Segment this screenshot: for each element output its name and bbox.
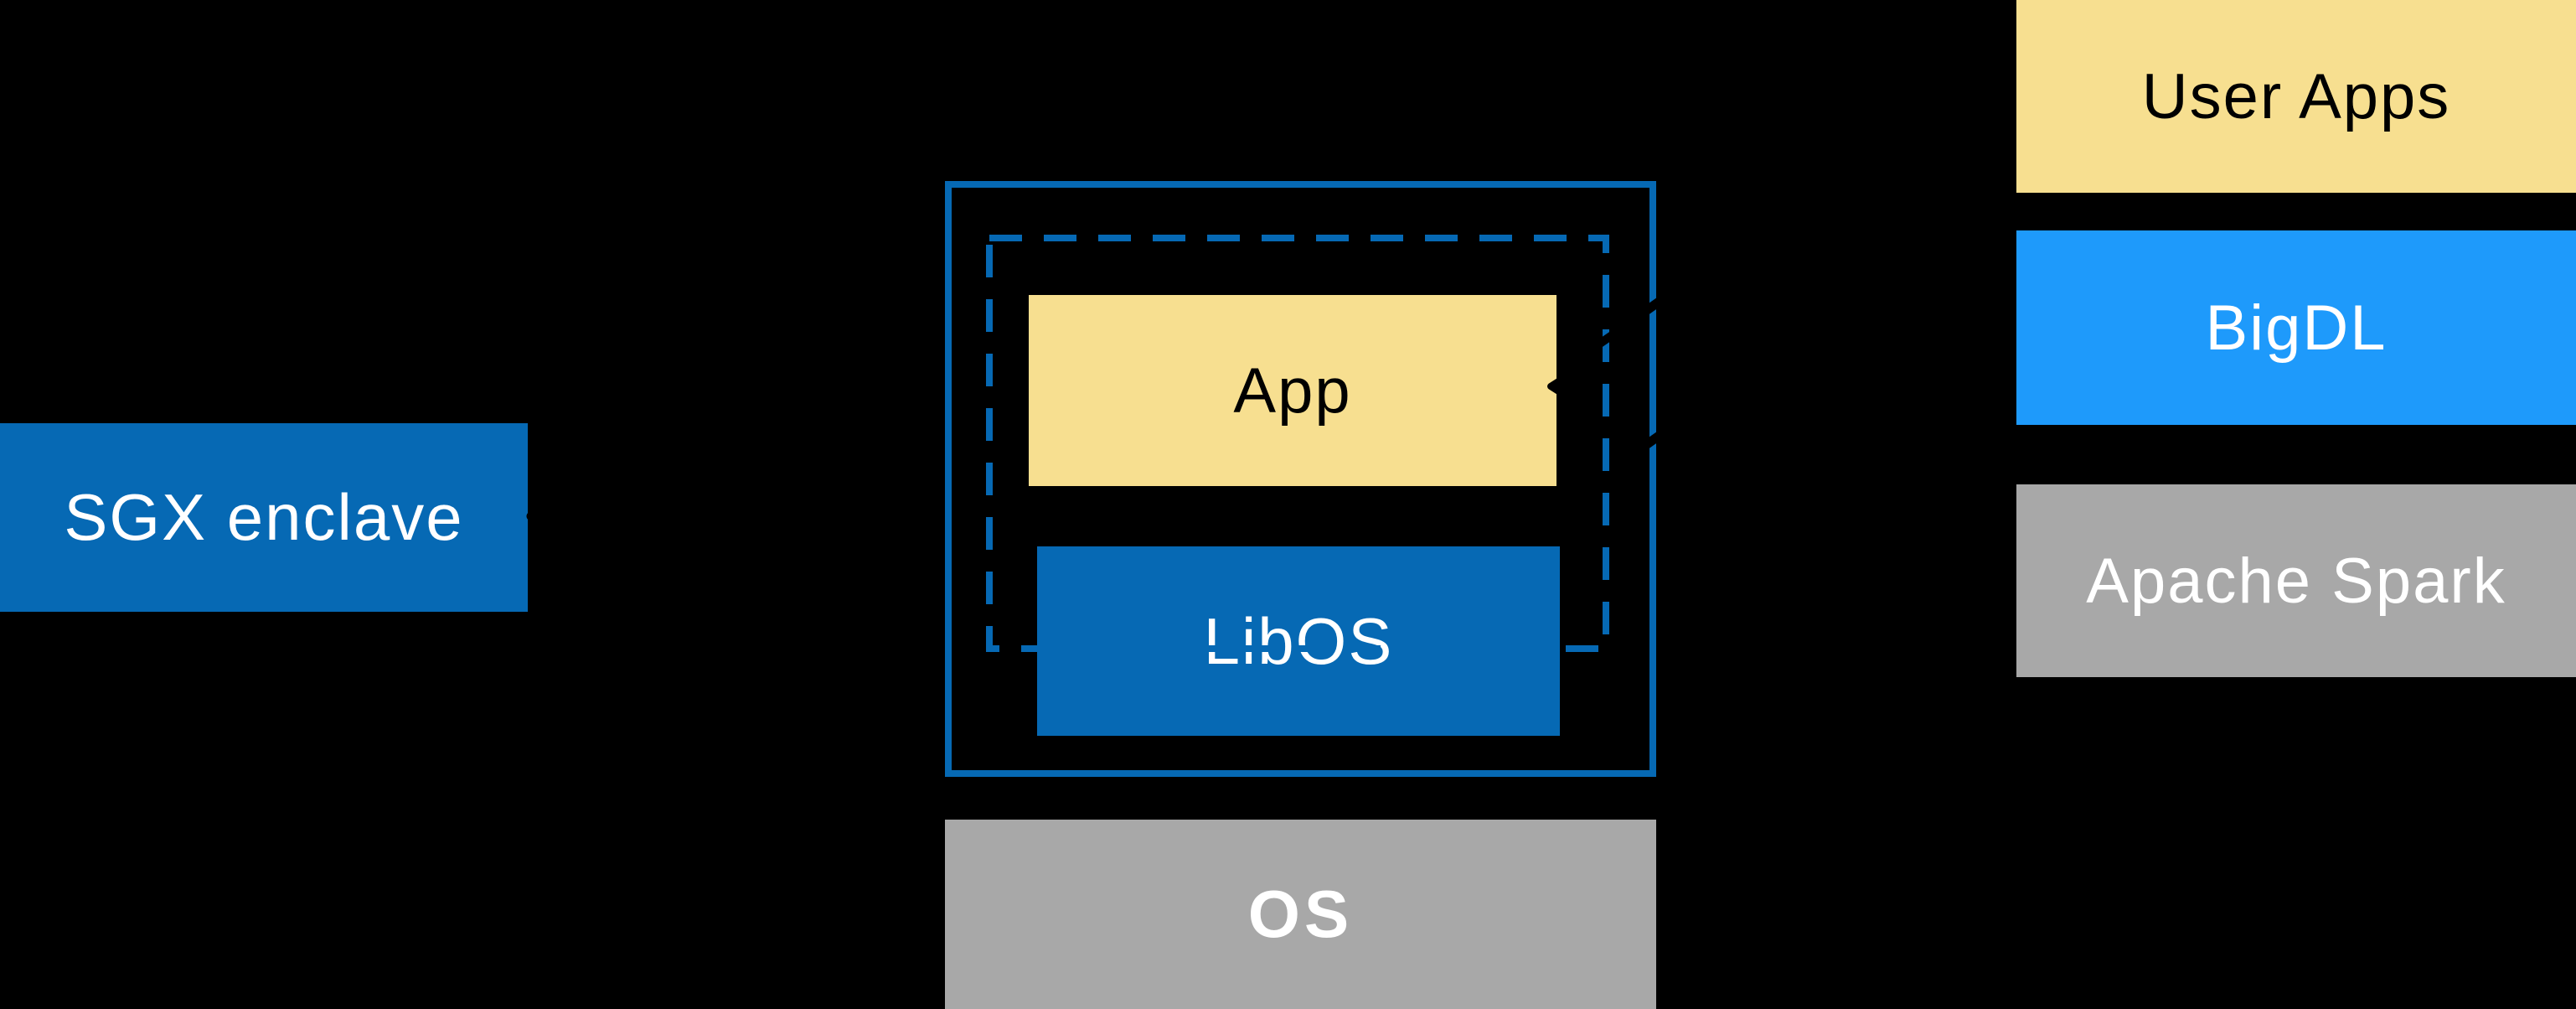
libos-label: LibOS [1203, 603, 1394, 678]
apache-spark-label: Apache Spark [2086, 545, 2506, 617]
sgx-enclave-box: SGX enclave [0, 423, 528, 612]
bigdl-arrow-fragment-solid-border-upper [1632, 288, 1675, 323]
user-apps-box: User Apps [2016, 0, 2576, 193]
apache-spark-box: Apache Spark [2016, 484, 2576, 677]
sgx-connector-dot [526, 511, 536, 521]
os-label: OS [1247, 877, 1354, 951]
app-label: App [1233, 354, 1352, 427]
bigdl-box: BigDL [2016, 230, 2576, 425]
bigdl-label: BigDL [2205, 292, 2388, 364]
bigdl-arrow-fragment-dashed-border [1590, 326, 1622, 353]
os-box: OS [945, 820, 1656, 1009]
bigdl-arrow-fragment-solid-border-lower [1632, 422, 1675, 457]
sgx-enclave-label: SGX enclave [64, 480, 464, 554]
user-apps-label: User Apps [2141, 60, 2451, 132]
app-box: App [1029, 295, 1556, 486]
libos-box: LibOS [1037, 546, 1560, 736]
